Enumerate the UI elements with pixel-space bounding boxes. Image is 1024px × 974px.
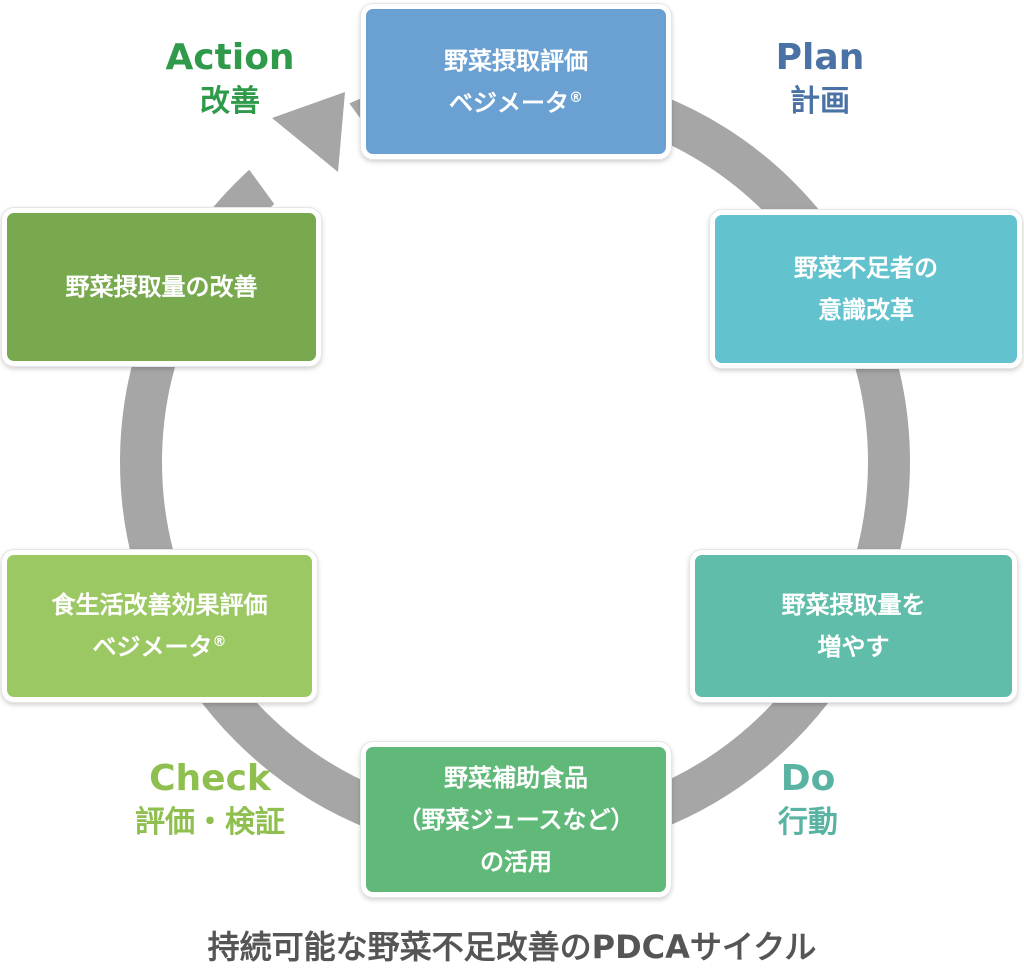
phase-name-ja: 行動 [778, 805, 838, 840]
step-box-supplementary-food: 野菜補助食品 （野菜ジュースなど） の活用 [361, 742, 671, 897]
phase-label-do: Do 行動 [728, 757, 888, 845]
step-text-line: 野菜不足者の [794, 254, 938, 282]
step-text-line: 野菜摂取量の改善 [65, 273, 258, 301]
registered-mark: ® [212, 634, 227, 650]
phase-name-en: Plan [775, 37, 865, 78]
phase-label-check: Check 評価・検証 [120, 757, 300, 845]
step-text-line: 野菜摂取量を [781, 591, 926, 619]
phase-label-plan: Plan 計画 [740, 36, 900, 124]
phase-name-en: Action [165, 37, 295, 78]
brand-name: ベジメータ [92, 633, 213, 661]
step-text-line: 食生活改善効果評価 [51, 591, 268, 619]
phase-name-ja: 評価・検証 [135, 805, 285, 840]
step-text-line: ベジメータ® [449, 82, 583, 124]
phase-name-en: Check [149, 758, 271, 799]
step-text-line: ベジメータ® [93, 626, 227, 668]
step-text-line: 意識改革 [818, 296, 914, 324]
step-box-diet-improvement-evaluation: 食生活改善効果評価 ベジメータ® [2, 550, 317, 702]
registered-mark: ® [569, 89, 583, 106]
step-box-intake-improvement: 野菜摂取量の改善 [2, 208, 321, 366]
step-text-line: の活用 [480, 847, 552, 876]
step-box-increase-intake: 野菜摂取量を 増やす [690, 550, 1017, 702]
cycle-arrow-head [272, 92, 345, 172]
step-text-line: （野菜ジュースなど） [397, 805, 635, 834]
step-text-line: 野菜摂取評価 [444, 46, 588, 75]
step-text-line: 増やす [817, 633, 890, 661]
cycle-ring-track [120, 67, 910, 857]
step-box-awareness-reform: 野菜不足者の 意識改革 [710, 210, 1022, 368]
phase-name-ja: 改善 [200, 84, 260, 119]
ring-gap [245, 93, 395, 237]
step-text-line: 野菜補助食品 [444, 763, 588, 792]
brand-name: ベジメータ [449, 88, 569, 117]
phase-name-en: Do [780, 758, 836, 799]
phase-label-action: Action 改善 [150, 36, 310, 124]
diagram-caption: 持続可能な野菜不足改善のPDCAサイクル [207, 928, 817, 966]
phase-name-ja: 計画 [790, 84, 850, 119]
step-box-vegetable-intake-evaluation: 野菜摂取評価 ベジメータ® [361, 4, 671, 159]
